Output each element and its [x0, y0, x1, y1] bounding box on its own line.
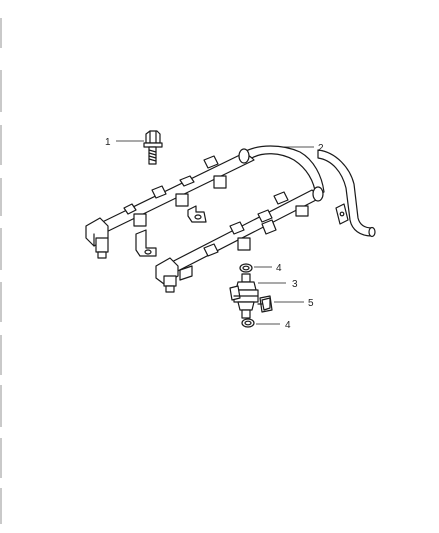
callout-2: 2	[318, 143, 324, 154]
edge-mark	[0, 488, 2, 524]
edge-mark	[0, 282, 2, 322]
edge-mark	[0, 228, 2, 270]
callout-4-upper: 4	[276, 263, 282, 274]
edge-mark	[0, 178, 2, 216]
o-ring-lower-part	[241, 318, 255, 328]
edge-mark	[0, 335, 2, 375]
bolt-part	[143, 130, 163, 165]
edge-mark	[0, 70, 2, 112]
fuel-injector-part	[229, 273, 259, 319]
callout-3: 3	[292, 279, 298, 290]
edge-mark	[0, 125, 2, 165]
edge-mark	[0, 18, 2, 48]
injector-clip-part	[257, 295, 273, 313]
callout-5: 5	[308, 298, 314, 309]
callout-4-lower: 4	[285, 320, 291, 331]
edge-mark	[0, 438, 2, 478]
page-edge-marks	[0, 0, 4, 533]
callout-1: 1	[105, 137, 111, 148]
o-ring-upper-part	[239, 263, 253, 273]
fuel-rail-part	[85, 145, 376, 293]
edge-mark	[0, 385, 2, 427]
